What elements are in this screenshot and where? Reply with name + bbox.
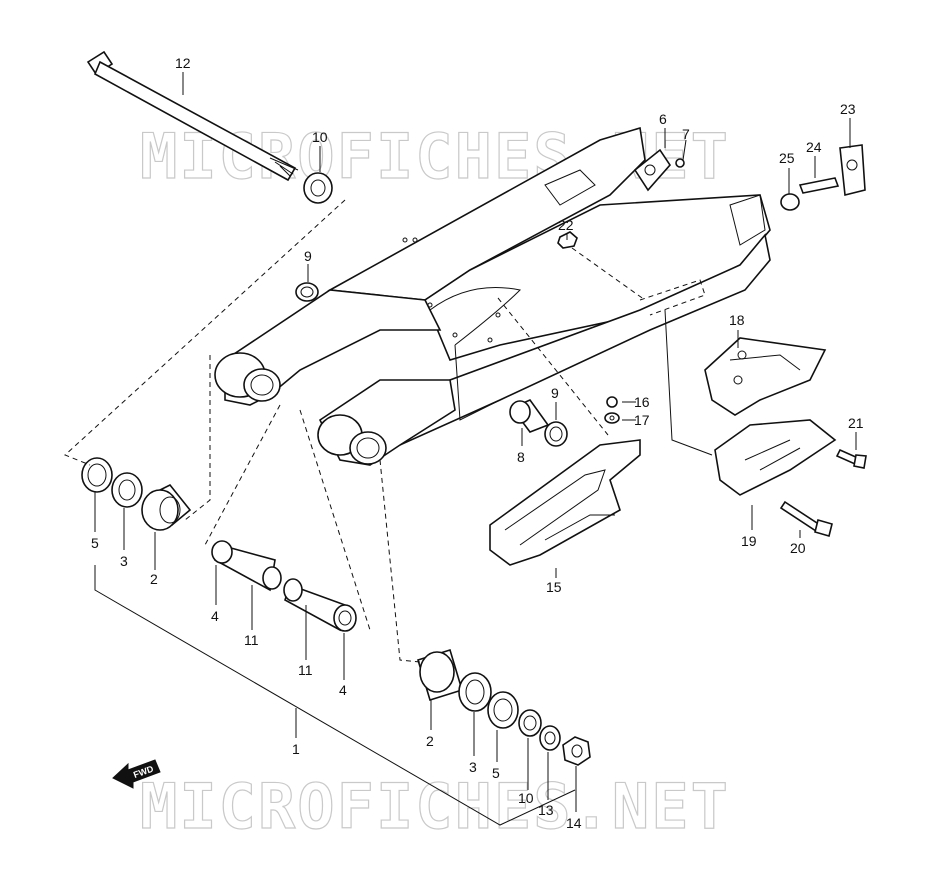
callout-8: 8 — [517, 449, 525, 465]
callout-18: 18 — [729, 312, 745, 328]
callout-17: 17 — [634, 412, 650, 428]
callout-3-right: 3 — [469, 759, 477, 775]
callout-labels: 12 10 9 6 7 23 24 25 22 18 16 17 9 8 21 … — [91, 55, 864, 831]
callout-9-mid: 9 — [551, 385, 559, 401]
callout-10-right: 10 — [518, 790, 534, 806]
callout-20: 20 — [790, 540, 806, 556]
callout-12: 12 — [175, 55, 191, 71]
callout-21: 21 — [848, 415, 864, 431]
center-collars — [211, 540, 357, 632]
callout-11-right: 11 — [298, 662, 313, 678]
chain-guide — [704, 337, 837, 496]
collar-9-mid — [544, 421, 568, 447]
chain-slider — [489, 439, 641, 566]
callout-11-left: 11 — [244, 632, 259, 648]
callout-23: 23 — [840, 101, 856, 117]
callout-22: 22 — [558, 217, 574, 233]
washer-10-top — [303, 172, 333, 204]
watermark-bottom: MICROFICHES.NET — [140, 770, 730, 843]
callout-4-right: 4 — [339, 682, 347, 698]
bearing-8 — [509, 399, 550, 433]
bolt-20 — [779, 500, 833, 537]
callout-2-right: 2 — [426, 733, 434, 749]
callout-19: 19 — [741, 533, 757, 549]
swingarm — [214, 126, 771, 466]
callout-4-left: 4 — [211, 608, 219, 624]
pivot-shaft — [86, 50, 299, 182]
callout-3-left: 3 — [120, 553, 128, 569]
callout-14: 14 — [566, 815, 582, 831]
callout-24: 24 — [806, 139, 822, 155]
left-bearing-stack — [81, 457, 192, 531]
assembly-guide-lines — [64, 199, 609, 826]
leader-lines — [94, 72, 857, 812]
right-bearing-stack — [417, 648, 591, 766]
callout-6: 6 — [659, 111, 667, 127]
callout-7: 7 — [682, 126, 690, 142]
bolt-21 — [835, 448, 867, 469]
callout-1: 1 — [292, 741, 300, 757]
callout-9: 9 — [304, 248, 312, 264]
callout-25: 25 — [779, 150, 795, 166]
callout-5-left: 5 — [91, 535, 99, 551]
screw-16-washer-17 — [604, 396, 620, 424]
callout-15: 15 — [546, 579, 562, 595]
callout-10: 10 — [312, 129, 328, 145]
collar-9-top — [295, 282, 319, 302]
adjuster-plate — [633, 148, 685, 192]
callout-5-right: 5 — [492, 765, 500, 781]
forward-arrow: FWD — [112, 759, 161, 789]
callout-13: 13 — [538, 802, 554, 818]
callout-16: 16 — [634, 394, 650, 410]
chain-adjuster-block — [780, 144, 866, 211]
callout-2-left: 2 — [150, 571, 158, 587]
